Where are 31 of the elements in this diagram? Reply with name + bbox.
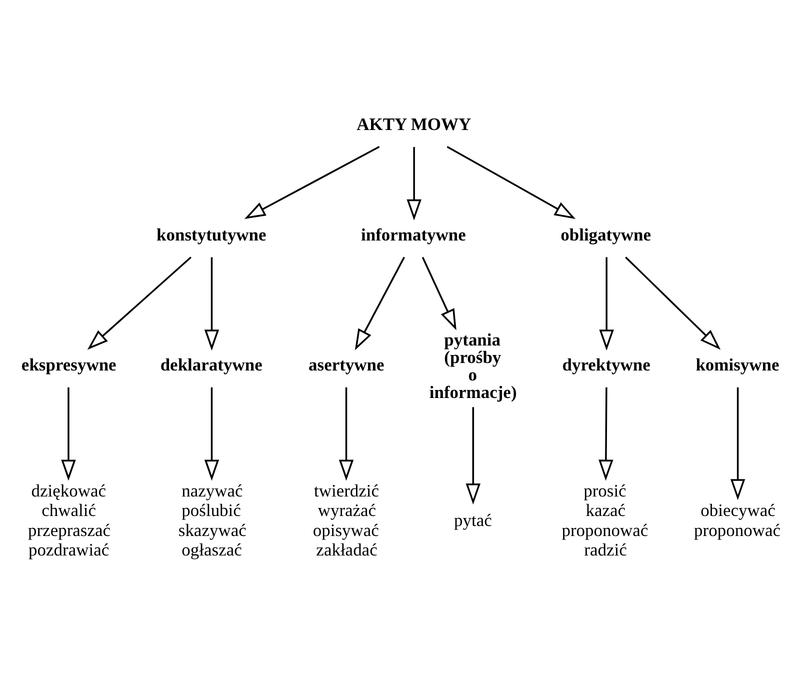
arrow xyxy=(466,407,480,505)
arrow xyxy=(730,387,746,500)
node-text: obiecywać proponować xyxy=(694,500,780,540)
node-text: prosić kazać proponować radzić xyxy=(562,480,648,560)
node-text: twierdzić wyrażać opisywać zakładać xyxy=(312,480,380,560)
node-text: dziękować chwalić przepraszać pozdrawiać xyxy=(28,480,111,560)
arrow xyxy=(406,147,422,220)
node-text: dyrektywne xyxy=(562,354,650,375)
node-text: pytać xyxy=(454,510,492,530)
arrow xyxy=(338,387,354,481)
arrow xyxy=(204,257,220,351)
node-text: AKTY MOWY xyxy=(356,114,472,134)
arrow xyxy=(354,256,405,350)
arrow xyxy=(446,146,576,219)
arrow xyxy=(599,257,614,351)
arrow xyxy=(244,146,380,219)
arrow xyxy=(204,387,220,481)
node-text: komisywne xyxy=(696,354,780,375)
arrow xyxy=(422,256,456,330)
node-text: deklaratywne xyxy=(160,354,262,375)
node-text: asertywne xyxy=(308,354,384,375)
arrow xyxy=(61,387,76,481)
node-text: konstytutywne xyxy=(156,224,266,245)
node-text: ekspresywne xyxy=(21,354,116,375)
node-text: informatywne xyxy=(361,224,466,245)
node-text: obligatywne xyxy=(560,224,651,245)
arrow xyxy=(87,256,192,350)
arrow xyxy=(625,256,721,350)
arrow xyxy=(598,387,614,481)
node-text: nazywać poślubić skazywać ogłaszać xyxy=(178,480,246,560)
node-text: pytania (prośby o informacje) xyxy=(429,330,517,402)
